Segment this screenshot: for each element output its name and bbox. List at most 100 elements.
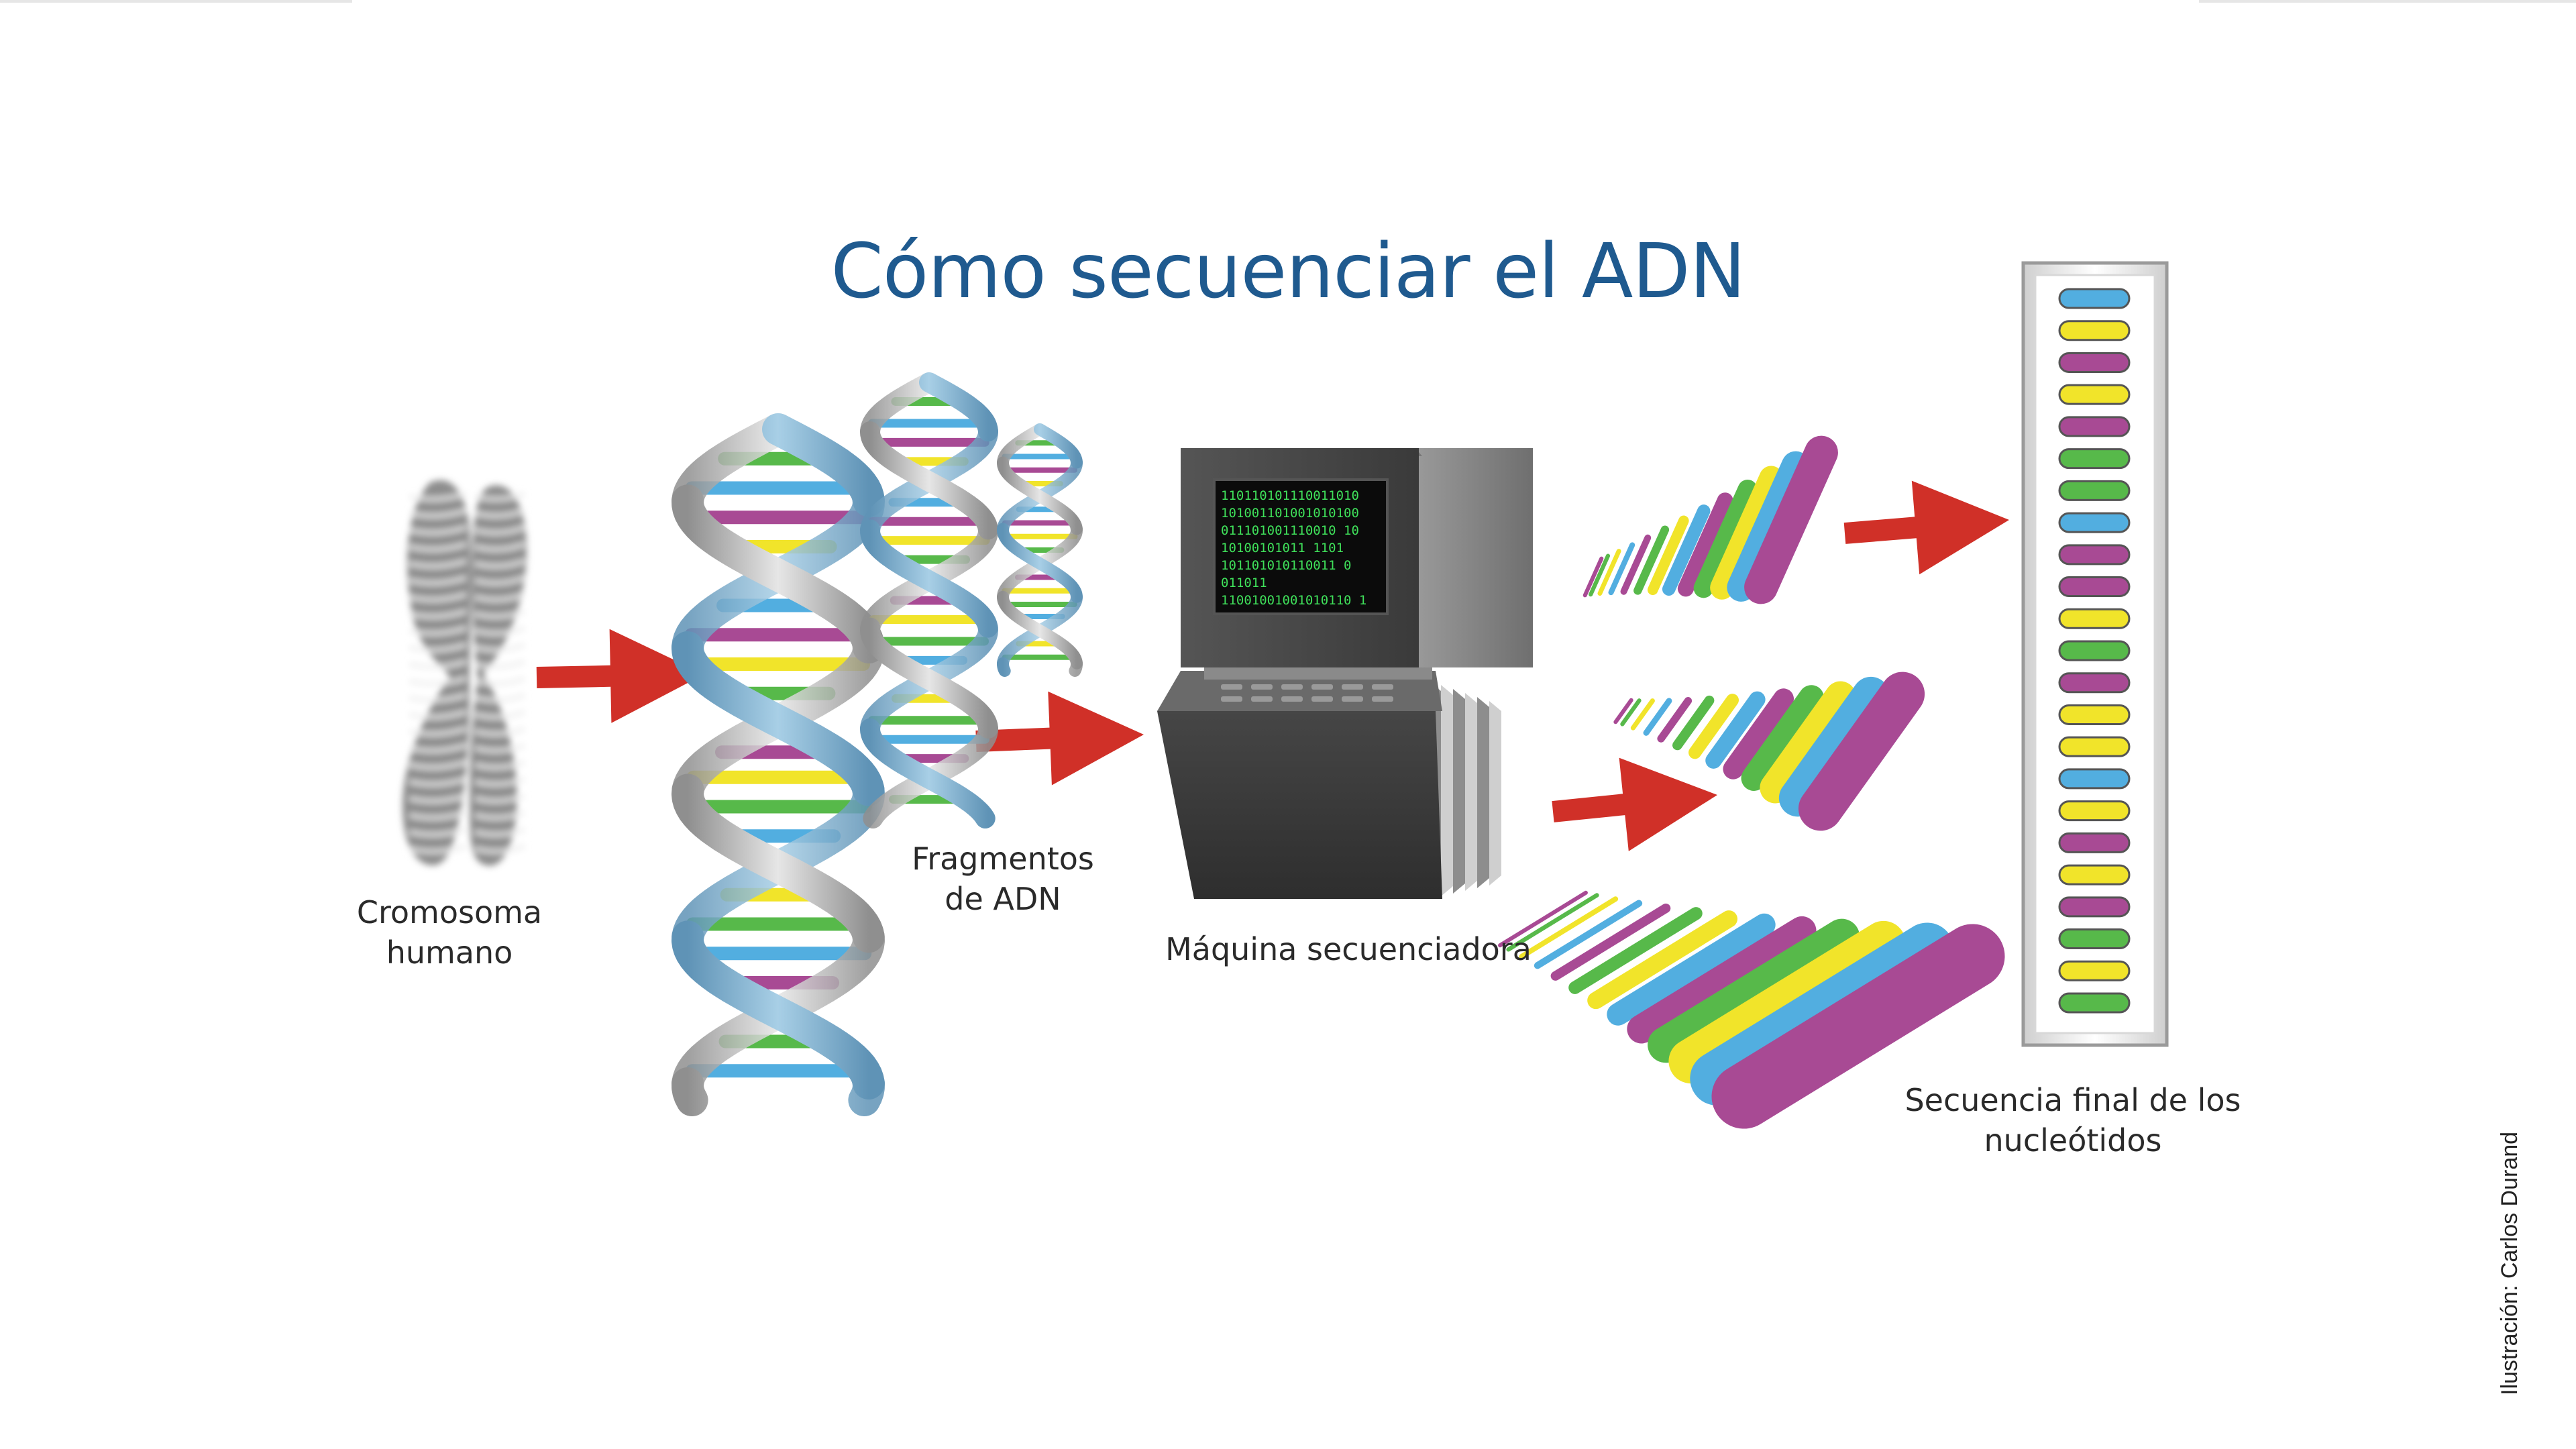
machine-vent — [1221, 696, 1242, 702]
dna-fragment — [1760, 681, 1856, 804]
machine-slat — [1477, 697, 1489, 888]
chromosome-illustration — [402, 480, 527, 866]
chromosome-band — [409, 525, 468, 536]
label-final-sequence: Secuencia final de los nucleótidos — [1872, 1080, 2274, 1161]
nucleotide-pill-yellow — [2058, 800, 2131, 822]
dna-fragment — [1550, 903, 1671, 981]
dna-fragment — [1672, 695, 1715, 751]
nucleotide-pill-yellow — [2058, 864, 2131, 885]
dna-fragment — [1778, 676, 1890, 817]
dna-fragment — [1657, 697, 1693, 743]
chromosome-band — [474, 608, 526, 620]
nucleotide-pill-magenta — [2058, 672, 2131, 694]
chromosome-band — [409, 508, 468, 519]
credit-text: Ilustración: Carlos Durand — [2497, 1131, 2522, 1395]
dna-fragment — [1627, 916, 1817, 1044]
chromatid-left — [402, 480, 472, 865]
chromosome-bands — [409, 491, 526, 855]
chromosome-band — [409, 726, 468, 737]
chromosome-band — [409, 692, 468, 704]
nucleotide-pill-green — [2058, 480, 2131, 501]
nucleotide-pill-magenta — [2058, 416, 2131, 437]
nucleotide-pill-green — [2058, 928, 2131, 950]
screen-binary-line: 011011 — [1221, 576, 1267, 590]
dna-fragment — [1620, 534, 1652, 595]
nucleotide-pill-green — [2058, 448, 2131, 470]
fragment-fan-bottom — [1498, 890, 2005, 1129]
dna-helix-medium — [860, 372, 998, 828]
nucleotide-pill-magenta — [2058, 544, 2131, 566]
chromosome-band — [474, 709, 526, 720]
helix-strand-gray-front — [997, 456, 1083, 669]
machine-vent — [1372, 684, 1393, 690]
machine-vent — [1342, 696, 1363, 702]
screen-binary-text: 1101101011100110101010011010010101000111… — [1221, 488, 1366, 608]
dna-fragment — [1741, 685, 1825, 791]
machine-base — [1157, 678, 1442, 899]
nucleotide-pill-magenta — [2058, 832, 2131, 853]
dna-helix-small — [997, 423, 1083, 677]
chromosome-band — [409, 575, 468, 586]
nucleotide-pills — [2058, 288, 2131, 1014]
arrow-machine-to-fragments — [1552, 757, 1717, 851]
chromosome-band — [409, 592, 468, 603]
machine-slat — [1489, 701, 1501, 885]
dna-fragment — [1662, 504, 1711, 596]
label-machine-line1: Máquina secuenciadora — [1165, 931, 1532, 967]
chromosome-band — [474, 810, 526, 821]
chromosome-band — [409, 608, 468, 620]
machine-vent — [1251, 684, 1273, 690]
nucleotide-pill-magenta — [2058, 896, 2131, 918]
chromosome-band — [474, 743, 526, 754]
dna-fragment — [1568, 907, 1703, 994]
chromosome-band — [409, 776, 468, 788]
helix-strand-gray-front — [860, 421, 998, 739]
arrow-fragments-to-sequence — [1843, 480, 2009, 575]
monitor-screen — [1213, 478, 1389, 615]
nucleotide-pill-magenta — [2058, 576, 2131, 598]
machine-slat — [1441, 685, 1453, 896]
nucleotide-pill-green — [2058, 640, 2131, 661]
nucleotide-pill-blue — [2058, 288, 2131, 309]
label-chromosome: Cromosoma humano — [309, 892, 590, 973]
dna-fragment — [1613, 698, 1633, 724]
dna-fragment — [1519, 896, 1619, 959]
dna-fragment — [1677, 492, 1733, 597]
chromosome-band — [474, 826, 526, 838]
label-fragments-line1: Fragmentos — [912, 841, 1094, 877]
dna-fragment — [1620, 698, 1642, 727]
chromosome-band — [409, 759, 468, 771]
dna-fragment — [1711, 924, 2005, 1129]
dna-fragment — [1607, 913, 1776, 1026]
machine-vent — [1311, 684, 1333, 690]
chromosome-band — [474, 659, 526, 670]
chromosome-band — [474, 558, 526, 570]
dna-fragment — [1506, 893, 1599, 952]
screen-binary-line: 110110101110011010 — [1221, 488, 1359, 503]
dna-fragment — [1589, 553, 1611, 597]
machine-vent — [1281, 684, 1303, 690]
label-fragments-line2: de ADN — [945, 881, 1061, 917]
chromosome-band — [474, 793, 526, 804]
chromosome-band — [409, 676, 468, 687]
machine-slat — [1453, 689, 1465, 894]
dna-fragment — [1633, 525, 1670, 595]
dna-fragment — [1648, 918, 1860, 1063]
dna-fragment — [1498, 890, 1588, 948]
nucleotide-pill-blue — [2058, 768, 2131, 790]
chromosome-band — [409, 625, 468, 637]
machine-vent — [1311, 696, 1333, 702]
chromosome-band — [474, 676, 526, 687]
dna-fragment — [1587, 910, 1737, 1010]
dna-fragment — [1608, 542, 1635, 596]
dna-fragment — [1597, 549, 1621, 596]
chromosome-band — [409, 642, 468, 653]
nucleotide-pill-yellow — [2058, 608, 2131, 629]
nucleotide-pill-yellow — [2058, 736, 2131, 757]
nucleotide-pill-green — [2058, 992, 2131, 1014]
sequencing-machine: 1101101011100110101010011010010101000111… — [1157, 448, 1533, 899]
machine-slat — [1465, 693, 1477, 891]
chromosome-band — [409, 558, 468, 570]
label-fragments: Fragmentos de ADN — [865, 839, 1140, 919]
screen-binary-line: 101101010110011 0 — [1221, 558, 1351, 573]
